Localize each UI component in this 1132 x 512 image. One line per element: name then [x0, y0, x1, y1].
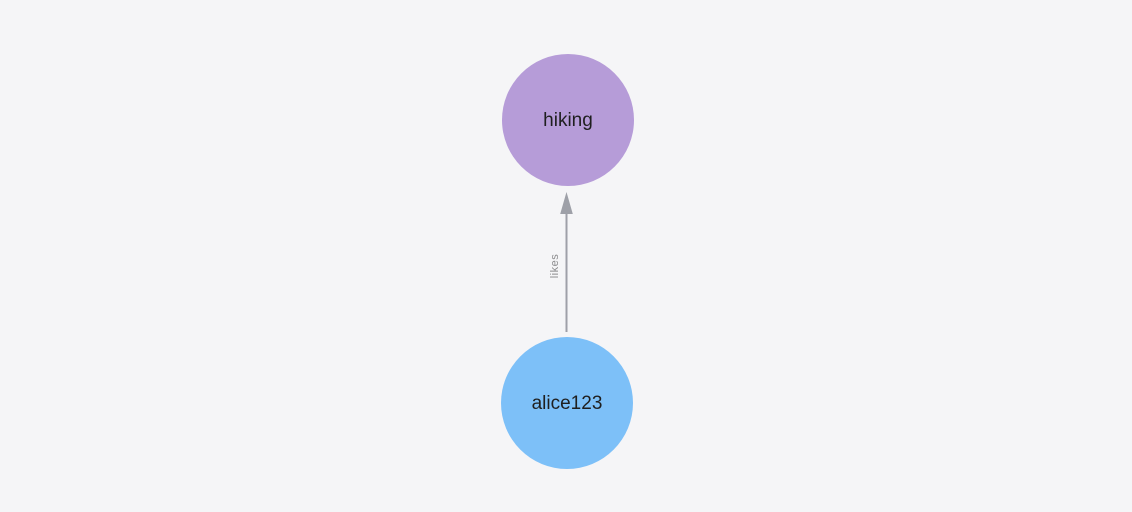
node-alice123[interactable]: alice123	[501, 337, 633, 469]
edge-label: likes	[549, 254, 561, 279]
node-hiking-circle[interactable]	[502, 54, 634, 186]
node-alice123-circle[interactable]	[501, 337, 633, 469]
edge-likes[interactable]: likes	[549, 192, 573, 332]
edge-arrowhead-icon	[560, 192, 573, 214]
node-hiking[interactable]: hiking	[502, 54, 634, 186]
